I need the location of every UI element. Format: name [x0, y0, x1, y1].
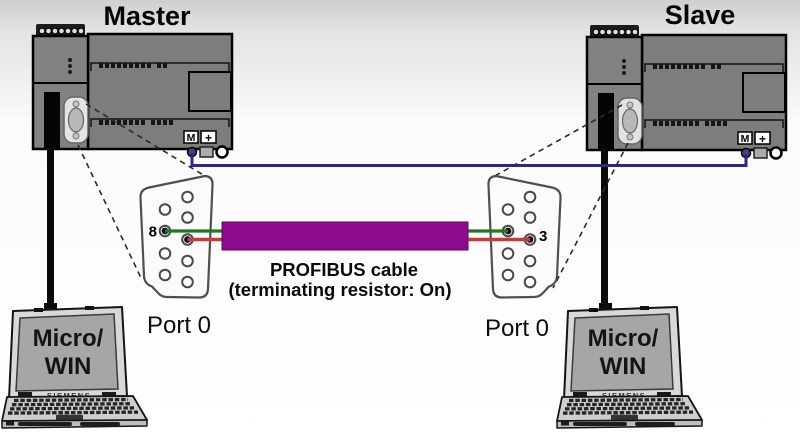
- callout-line-slave-top: [492, 104, 623, 178]
- status-leds: [622, 59, 626, 75]
- plc-port0-socket: [63, 96, 89, 144]
- plus-terminal-post: [753, 147, 768, 159]
- screen-text-line2: WIN: [600, 353, 647, 380]
- pin-holes: [158, 190, 194, 289]
- status-leds: [68, 58, 72, 74]
- plus-terminal-label: +: [759, 132, 766, 146]
- programming-cable-plug: [598, 93, 614, 150]
- profibus-cable-label-line2: (terminating resistor: On): [228, 279, 451, 300]
- screen-text-line1: Micro/: [588, 325, 659, 352]
- m-wire: [190, 153, 748, 167]
- bottom-terminal-row: [653, 121, 727, 126]
- left-db9-connector: 8: [139, 174, 214, 299]
- front-vent-right: [635, 422, 675, 426]
- bottom-cover-seam: [644, 119, 784, 128]
- slave-plc: M +: [585, 25, 788, 314]
- programming-cable-plug: [44, 92, 60, 149]
- pin-3-label: 3: [539, 228, 547, 245]
- hinge-left: [18, 392, 32, 397]
- profibus-cable: [221, 221, 469, 251]
- plus-terminal-box: [754, 131, 771, 145]
- bottom-cover-seam: [90, 118, 230, 127]
- lid-latch-right: [85, 306, 94, 310]
- brand-label: SIEMENS: [602, 391, 646, 400]
- left-laptop: Micro/ WIN SIEMENS: [1, 303, 148, 429]
- right-db9-connector: 3: [487, 174, 562, 299]
- keyboard: [562, 397, 694, 415]
- hinge-left: [573, 392, 587, 397]
- laptop-screen: [15, 313, 119, 392]
- ground-terminal-post: [215, 145, 229, 159]
- callout-line-master-bottom: [77, 144, 143, 281]
- plus-terminal-post: [199, 146, 214, 158]
- front-vent-right: [80, 422, 120, 426]
- callout-line-master-top: [85, 103, 206, 177]
- lid-latch-right: [640, 306, 649, 310]
- m-terminal-box: [737, 131, 753, 145]
- brand-label: SIEMENS: [47, 391, 91, 400]
- programming-cable: [47, 148, 54, 313]
- slave-title: Slave: [665, 0, 736, 30]
- right-laptop: Micro/ WIN SIEMENS: [556, 303, 703, 429]
- front-port: [561, 421, 569, 426]
- front-vent-left: [18, 422, 72, 426]
- top-terminal-row: [653, 64, 721, 69]
- keyboard: [7, 397, 139, 415]
- left-port0-label: Port 0: [147, 312, 211, 339]
- callout-line-slave-bottom: [552, 142, 629, 289]
- expansion-panel: [742, 72, 786, 113]
- screen-text-line1: Micro/: [33, 325, 104, 352]
- touchpad: [611, 414, 638, 421]
- front-vent-left: [573, 422, 627, 426]
- pin-holes: [501, 190, 537, 289]
- bottom-terminal-row: [99, 120, 173, 125]
- ground-terminal-post: [769, 146, 783, 160]
- master-title: Master: [103, 1, 191, 31]
- cable-plug: [599, 303, 612, 312]
- connector-shell: [139, 174, 214, 299]
- right-port0-label: Port 0: [485, 315, 549, 342]
- m-terminal-box: [183, 130, 199, 144]
- top-terminal-row: [99, 63, 167, 68]
- lid-latch-left: [34, 308, 43, 312]
- hinge-right: [102, 392, 116, 397]
- front-port: [6, 421, 14, 426]
- terminal-strip-screws: [592, 28, 639, 36]
- plus-terminal-box: [200, 130, 217, 144]
- touchpad: [56, 414, 83, 421]
- screen-text-line2: WIN: [45, 353, 92, 380]
- lid-latch-left: [589, 308, 598, 312]
- laptop-screen: [570, 313, 674, 392]
- pin-8-label: 8: [149, 224, 157, 241]
- programming-cable: [601, 149, 608, 314]
- plus-terminal-label: +: [205, 131, 212, 145]
- m-terminal-label: M: [187, 132, 196, 144]
- cable-plug: [44, 303, 57, 312]
- master-plc: M +: [31, 24, 234, 313]
- hinge-right: [657, 392, 671, 397]
- profibus-cable-label-line1: PROFIBUS cable: [270, 259, 418, 280]
- plc-port0-socket: [617, 97, 643, 145]
- terminal-strip-screws: [38, 27, 85, 35]
- m-terminal-label: M: [741, 133, 750, 145]
- callout-lines: [77, 103, 629, 289]
- expansion-panel: [188, 71, 232, 112]
